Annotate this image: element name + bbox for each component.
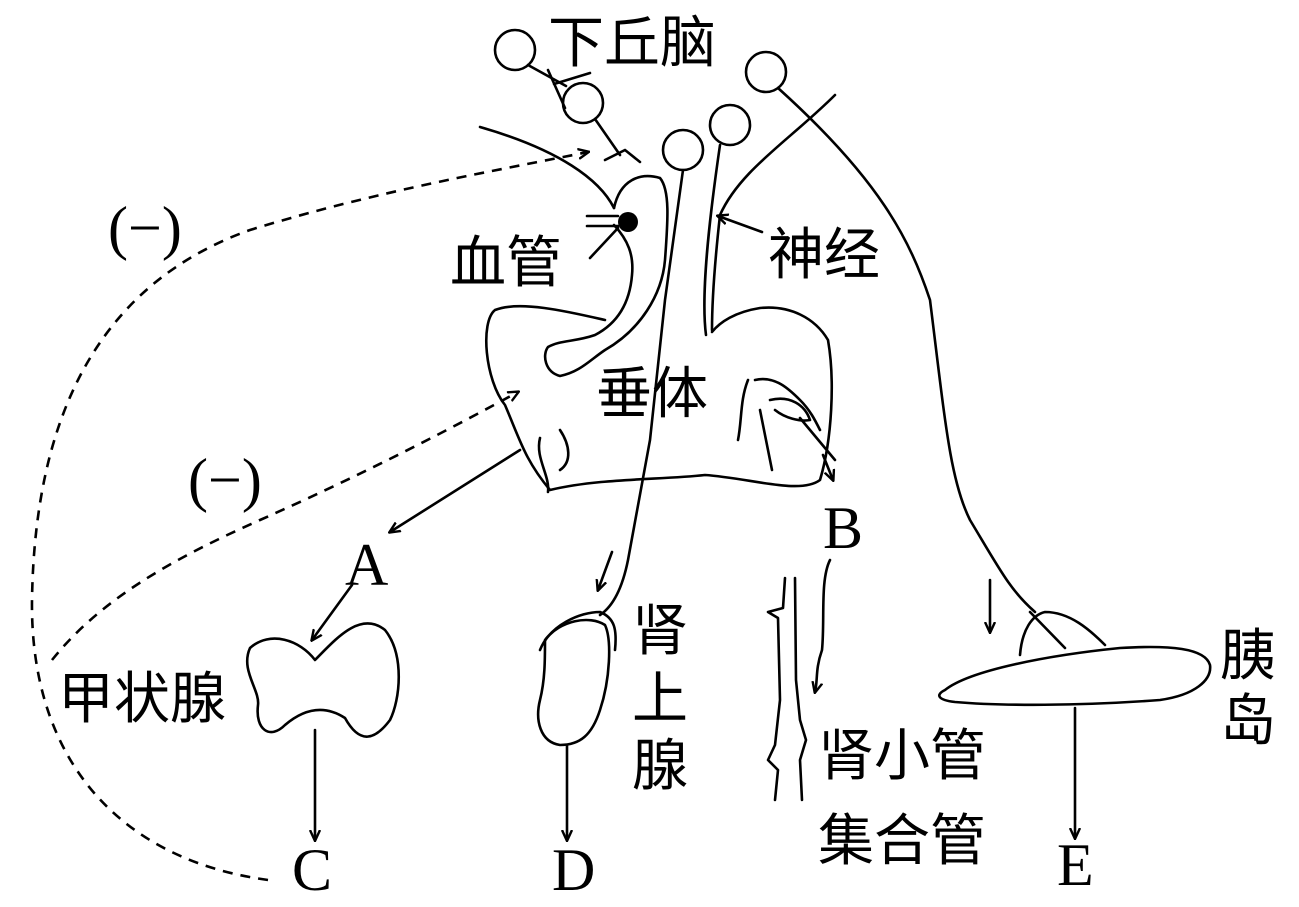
arrow-nerve-to-adrenal — [598, 550, 614, 590]
neuron-body-1 — [493, 28, 537, 72]
thyroid-gland — [245, 622, 401, 840]
label-D: D — [552, 837, 595, 903]
label-pituitary: 垂体 — [596, 362, 708, 427]
label-adrenal-2: 上 — [632, 667, 688, 732]
feedback-to-pituitary — [50, 392, 518, 661]
label-negative-lower: (−) — [188, 447, 262, 513]
label-B: B — [823, 495, 863, 561]
nerve-tracts — [598, 86, 1037, 617]
adrenal-gland — [536, 610, 617, 840]
label-negative-upper: (−) — [108, 195, 182, 261]
neuron-body-3 — [661, 128, 705, 172]
synapse-2 — [603, 148, 642, 164]
label-adrenal-1: 肾 — [632, 599, 688, 664]
pancreas — [937, 578, 1212, 838]
neuron-axon-2 — [593, 117, 622, 157]
pituitary-gland — [485, 304, 837, 494]
arrow-A-to-thyroid — [312, 583, 354, 640]
kidney-tubule — [766, 558, 832, 802]
label-C: C — [292, 837, 332, 903]
label-E: E — [1057, 832, 1094, 898]
label-nerve: 神经 — [768, 223, 880, 288]
feedback-to-hypothalamus — [30, 152, 588, 882]
vessel-node — [618, 212, 638, 232]
blood-vessel — [478, 125, 669, 378]
label-blood-vessel: 血管 — [450, 231, 562, 296]
neuron-body-5 — [744, 50, 788, 94]
label-thyroid: 甲状腺 — [58, 667, 226, 732]
arrow-pituitary-to-A — [390, 448, 522, 532]
label-islet-1: 胰 — [1220, 624, 1276, 689]
hypothalamus-neurons — [493, 28, 788, 172]
label-A: A — [345, 532, 388, 598]
neuron-body-4 — [708, 103, 752, 147]
label-collecting-duct: 集合管 — [818, 809, 986, 874]
label-adrenal-3: 腺 — [632, 734, 688, 799]
label-tubule: 肾小管 — [818, 724, 986, 789]
label-islet-2: 岛 — [1220, 689, 1276, 754]
arrow-nerve-label — [718, 216, 764, 234]
label-hypothalamus: 下丘脑 — [548, 11, 716, 76]
neuron-body-2 — [561, 81, 605, 125]
